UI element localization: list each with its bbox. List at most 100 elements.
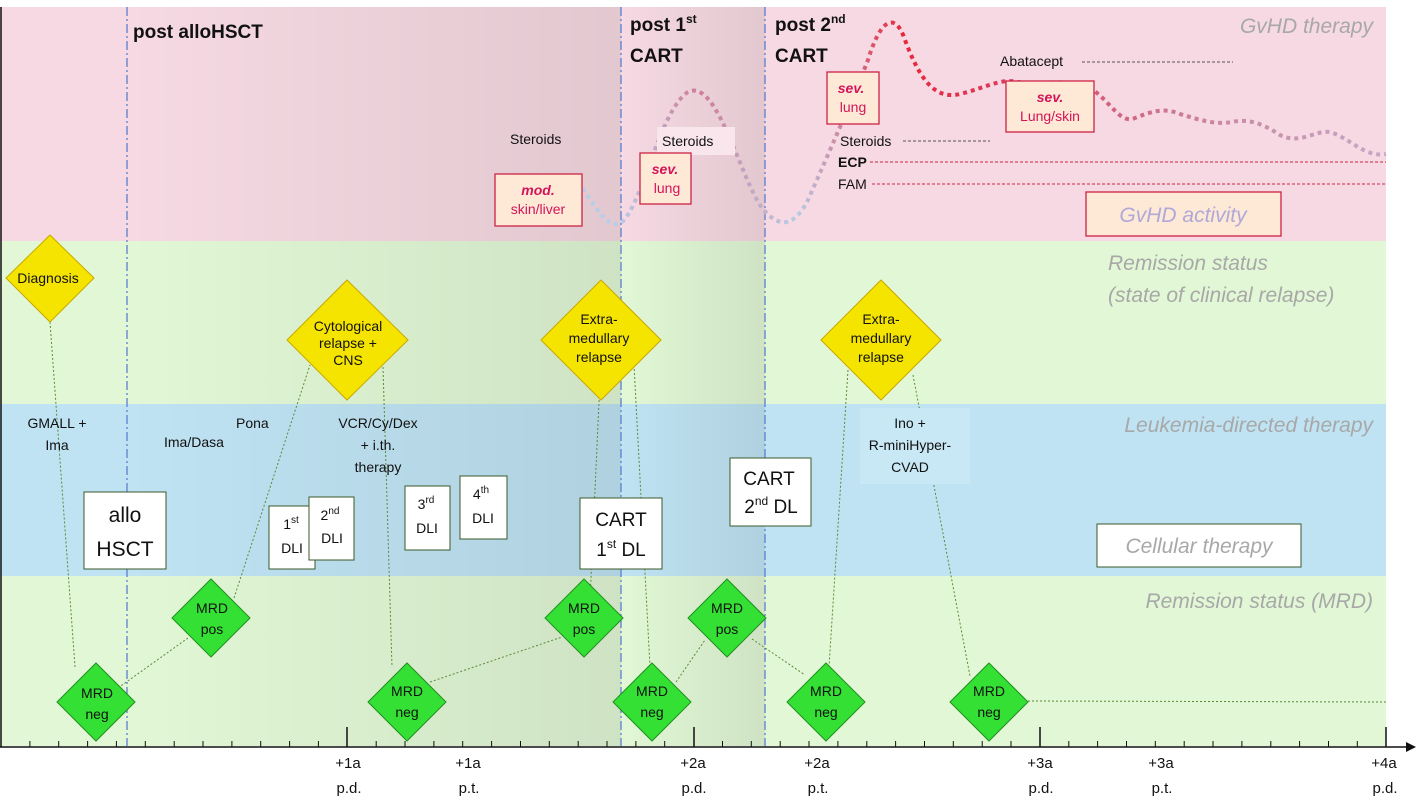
band-label-remission-1: Remission status: [1108, 252, 1268, 275]
axis-label-7-top: +4a: [1371, 755, 1397, 772]
axis-label-4-bottom: p.t.: [808, 780, 829, 797]
mrd-pos-2-status: pos: [573, 621, 596, 637]
axis-label-6-top: +3a: [1148, 755, 1174, 772]
axis-label-5-top: +3a: [1027, 755, 1053, 772]
gvhd-ecp: ECP: [838, 154, 867, 170]
mrd-neg-3-status: neg: [640, 704, 663, 720]
mrd-pos-2-label: MRD: [568, 600, 600, 616]
legend-cellular-therapy: Cellular therapy: [1096, 523, 1302, 568]
x-axis-major-ticks: [346, 727, 1387, 747]
severity-sev2-label: sev.: [838, 80, 864, 96]
mrd-pos-3-label: MRD: [711, 600, 743, 616]
severity-mod-site: skin/liver: [511, 201, 566, 217]
x-axis-minor-ticks: [29, 741, 1358, 747]
severity-box-sev-lung-skin: sev. Lung/skin: [1005, 80, 1095, 133]
therapy-ino-1: Ino +: [894, 415, 926, 431]
phase-title-cart2-b: CART: [775, 46, 828, 67]
mrd-neg-4: MRD neg: [786, 662, 866, 742]
axis-label-3-bottom: p.d.: [681, 780, 706, 797]
phase-title-cart2: post 2nd: [775, 12, 846, 36]
mrd-neg-5: MRD neg: [949, 662, 1029, 742]
legend-cellular-therapy-label: Cellular therapy: [1125, 535, 1274, 558]
cyto-line-1: Cytological: [314, 318, 382, 334]
severity-box-sev-lung-1: sev. lung: [639, 152, 692, 205]
mrd-neg-3: MRD neg: [612, 662, 692, 742]
mrd-neg-2-label: MRD: [391, 683, 423, 699]
phase-title-cart1: post 1st: [630, 12, 697, 36]
box-dli-1: 1st DLI: [268, 505, 316, 570]
cart2-line-1: CART: [743, 469, 795, 490]
dli2-label: DLI: [321, 530, 343, 546]
axis-label-4-top: +2a: [804, 755, 830, 772]
mrd-pos-2: MRD pos: [544, 578, 624, 658]
mrd-neg-4-label: MRD: [810, 683, 842, 699]
extra2-line-1: Extra-: [862, 311, 900, 327]
cyto-line-2: relapse +: [319, 335, 377, 351]
box-allo-hsct: allo HSCT: [83, 491, 167, 570]
dli1-ordinal: 1st: [283, 515, 299, 532]
diamond-cytological-relapse: Cytological relapse + CNS: [286, 279, 409, 401]
axis-label-1-top: +1a: [335, 755, 361, 772]
mrd-pos-1-label: MRD: [196, 600, 228, 616]
therapy-gmall-2: Ima: [45, 437, 69, 453]
diamond-extramedullary-relapse-2: Extra- medullary relapse: [820, 279, 942, 401]
mrd-pos-3-status: pos: [716, 621, 739, 637]
therapy-vcr-3: therapy: [355, 459, 402, 475]
x-axis-arrowhead: [1406, 742, 1416, 752]
severity-sev3-site: Lung/skin: [1020, 108, 1080, 124]
extra2-line-3: relapse: [858, 349, 904, 365]
severity-sev1-label: sev.: [652, 161, 678, 177]
gvhd-fam: FAM: [838, 176, 867, 192]
severity-sev1-site: lung: [654, 180, 680, 196]
ino-label-bg: [860, 408, 970, 484]
dli2-ordinal: 2nd: [321, 506, 340, 523]
legend-gvhd-activity: GvHD activity: [1085, 191, 1282, 237]
therapy-ino-3: CVAD: [891, 459, 929, 475]
box-cart-2nd-dl: CART 2nd DL: [729, 457, 812, 527]
phase-title-allohsct: post alloHSCT: [133, 22, 263, 43]
mrd-neg-3-label: MRD: [636, 683, 668, 699]
mrd-neg-2-status: neg: [395, 704, 418, 720]
mrd-neg-1-label: MRD: [81, 685, 113, 701]
axis-label-2-bottom: p.t.: [459, 780, 480, 797]
mrd-neg-5-label: MRD: [973, 683, 1005, 699]
connectors: [49, 321, 1387, 703]
axis-label-1-bottom: p.d.: [336, 780, 361, 797]
mrd-neg-5-status: neg: [977, 704, 1000, 720]
box-dli-4: 4th DLI: [459, 475, 508, 540]
cyto-line-3: CNS: [333, 352, 363, 368]
gvhd-steroids-3: Steroids: [840, 133, 891, 149]
legend-gvhd-activity-label: GvHD activity: [1119, 204, 1248, 227]
severity-box-sev-lung-2: sev. lung: [826, 71, 880, 125]
mrd-pos-3: MRD pos: [687, 578, 767, 658]
therapy-ino-2: R-miniHyper-: [869, 437, 952, 453]
therapy-vcr-1: VCR/Cy/Dex: [338, 415, 417, 431]
axis-label-5-bottom: p.d.: [1028, 780, 1053, 797]
gvhd-steroids-2: Steroids: [662, 133, 713, 149]
axis-label-3-top: +2a: [680, 755, 706, 772]
box-dli-3: 3rd DLI: [404, 485, 451, 551]
band-label-remission-mrd: Remission status (MRD): [1145, 590, 1373, 613]
dli3-label: DLI: [416, 520, 438, 536]
cart2-line-2: 2nd DL: [744, 494, 798, 518]
extra1-line-1: Extra-: [580, 311, 618, 327]
therapy-ima-dasa: Ima/Dasa: [164, 434, 224, 450]
mrd-neg-4-status: neg: [814, 704, 837, 720]
cart1-line-2: 1st DL: [596, 537, 646, 561]
gvhd-activity-curve: [576, 20, 1387, 227]
allo-line-1: allo: [109, 504, 142, 527]
severity-box-mod-skin-liver: mod. skin/liver: [494, 173, 583, 227]
therapy-vcr-2: + i.th.: [361, 437, 396, 453]
allo-line-2: HSCT: [96, 538, 153, 561]
phase-title-cart1-b: CART: [630, 46, 683, 67]
therapy-gmall-1: GMALL +: [27, 415, 86, 431]
gvhd-abatacept: Abatacept: [1000, 53, 1063, 69]
axis-label-7-bottom: p.d.: [1372, 780, 1397, 797]
dli4-ordinal: 4th: [473, 485, 489, 502]
extra1-line-3: relapse: [576, 349, 622, 365]
gvhd-steroids-2-bg: [657, 127, 735, 155]
dli1-label: DLI: [281, 540, 303, 556]
axis-label-2-top: +1a: [455, 755, 481, 772]
extra1-line-2: medullary: [569, 330, 630, 346]
